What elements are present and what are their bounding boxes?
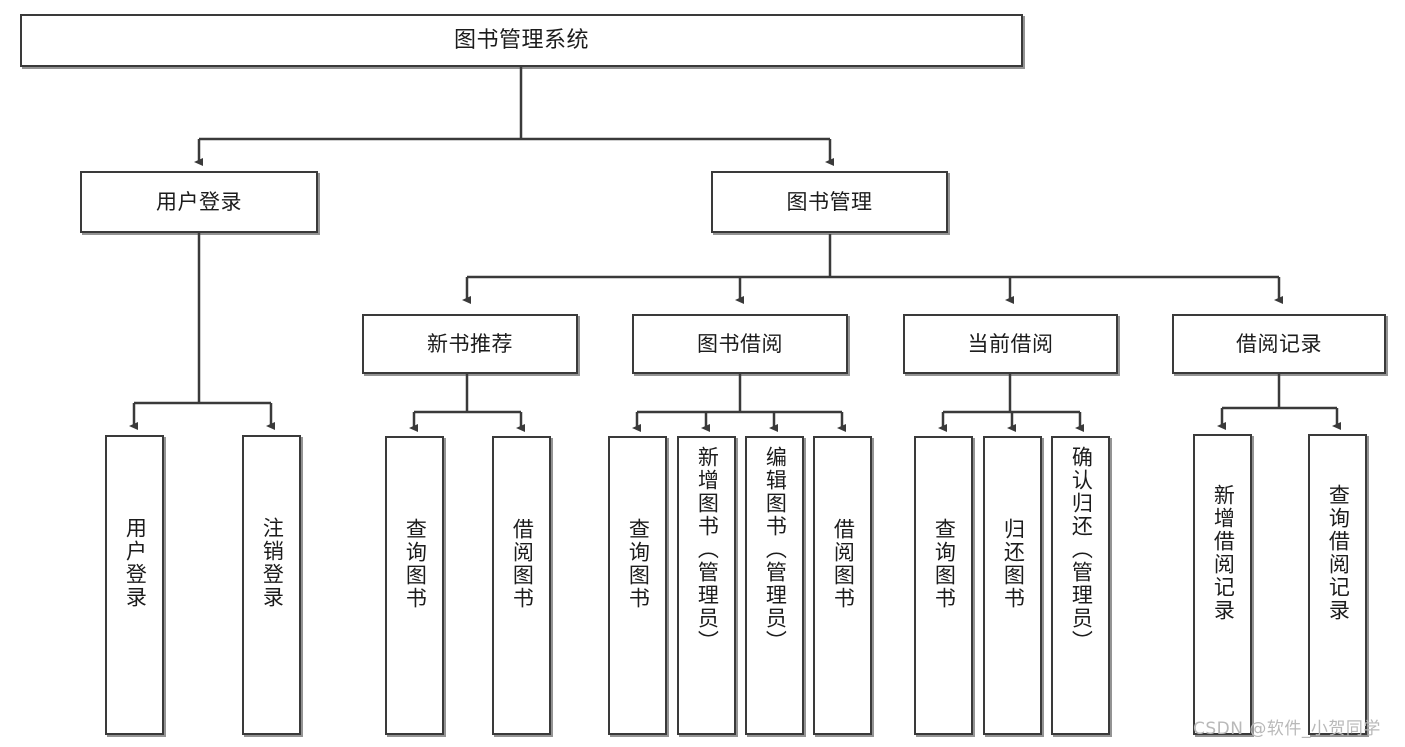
node-current-borrow[interactable]: 当前借阅 <box>903 314 1118 374</box>
leaf-query-book-3[interactable]: 查询图书 <box>914 436 973 735</box>
node-book-borrow-label: 图书借阅 <box>697 331 783 356</box>
node-new-book-recommend[interactable]: 新书推荐 <box>362 314 578 374</box>
leaf-query-book-1-label: 查询图书 <box>403 518 428 610</box>
leaf-query-book-1[interactable]: 查询图书 <box>385 436 444 735</box>
leaf-borrow-book-1-label: 借阅图书 <box>510 518 535 610</box>
leaf-query-book-3-label: 查询图书 <box>932 518 957 610</box>
leaf-query-book-2-label: 查询图书 <box>626 518 651 610</box>
leaf-add-record[interactable]: 新增借阅记录 <box>1193 434 1252 735</box>
csdn-watermark: CSDN @软件_小贺同学 <box>1193 719 1381 739</box>
node-borrow-record-label: 借阅记录 <box>1236 331 1322 356</box>
node-book-manage[interactable]: 图书管理 <box>711 171 948 233</box>
leaf-query-record[interactable]: 查询借阅记录 <box>1308 434 1367 735</box>
leaf-borrow-book-2[interactable]: 借阅图书 <box>813 436 872 735</box>
leaf-return-book-label: 归还图书 <box>1001 518 1026 610</box>
leaf-user-login[interactable]: 用户登录 <box>105 435 164 735</box>
leaf-edit-book[interactable]: 编辑图书（管理员） <box>745 436 804 735</box>
leaf-add-book[interactable]: 新增图书（管理员） <box>677 436 736 735</box>
node-current-borrow-label: 当前借阅 <box>967 331 1054 356</box>
node-book-manage-label: 图书管理 <box>786 189 873 214</box>
leaf-query-book-2[interactable]: 查询图书 <box>608 436 667 735</box>
leaf-user-login-label: 用户登录 <box>123 517 148 609</box>
node-user-login[interactable]: 用户登录 <box>80 171 318 233</box>
node-root-label: 图书管理系统 <box>453 27 589 53</box>
node-new-book-recommend-label: 新书推荐 <box>427 331 513 356</box>
leaf-add-record-label: 新增借阅记录 <box>1211 484 1236 622</box>
leaf-borrow-book-2-label: 借阅图书 <box>831 518 856 610</box>
node-book-borrow[interactable]: 图书借阅 <box>632 314 848 374</box>
node-root[interactable]: 图书管理系统 <box>20 14 1023 67</box>
leaf-confirm-return[interactable]: 确认归还（管理员） <box>1051 436 1110 735</box>
leaf-confirm-return-label: 确认归还（管理员） <box>1069 446 1094 653</box>
leaf-user-logout-label: 注销登录 <box>260 517 285 609</box>
leaf-add-book-label: 新增图书（管理员） <box>695 446 720 653</box>
node-user-login-label: 用户登录 <box>156 189 242 214</box>
leaf-query-record-label: 查询借阅记录 <box>1326 484 1351 622</box>
leaf-edit-book-label: 编辑图书（管理员） <box>763 446 788 653</box>
leaf-borrow-book-1[interactable]: 借阅图书 <box>492 436 551 735</box>
leaf-return-book[interactable]: 归还图书 <box>983 436 1042 735</box>
node-borrow-record[interactable]: 借阅记录 <box>1172 314 1386 374</box>
leaf-user-logout[interactable]: 注销登录 <box>242 435 301 735</box>
